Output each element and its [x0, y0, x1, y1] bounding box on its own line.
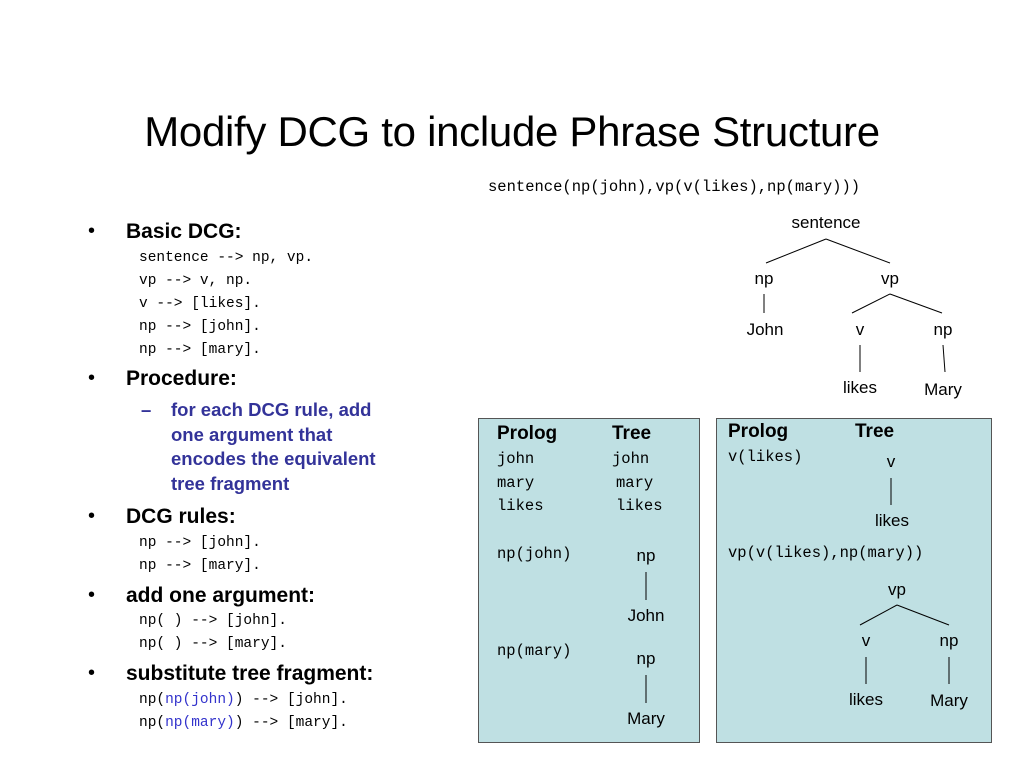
- edge-vp-v: [851, 293, 891, 314]
- tree-node-v: v: [855, 320, 865, 339]
- panel-right-likes-leaf: likes: [848, 690, 884, 709]
- bullet-substitute: substitute tree fragment:: [126, 662, 374, 685]
- tree-node-vp: vp: [881, 269, 899, 288]
- panel-right-v-node: v: [886, 452, 896, 471]
- code-part: np(: [139, 692, 166, 708]
- procedure-line: encodes the equivalent: [171, 448, 376, 469]
- code-part: ) --> [mary].: [234, 715, 348, 731]
- panel-left-prolog: john: [497, 450, 535, 468]
- panel-left-header-prolog: Prolog: [497, 423, 558, 444]
- panel-right-header-prolog: Prolog: [728, 421, 789, 442]
- sentence-term: sentence(np(john),vp(v(likes),np(mary))): [488, 178, 861, 196]
- panel-left-np-node: np: [636, 649, 656, 668]
- code-line: np( ) --> [mary].: [139, 636, 287, 652]
- code-line: vp --> v, np.: [139, 273, 253, 289]
- panel-left-prolog: mary: [497, 474, 535, 492]
- tree-node-np: np: [754, 269, 774, 288]
- tree-leaf-mary: Mary: [924, 380, 962, 399]
- tree-node-np2: np: [933, 320, 953, 339]
- bullet-dot: •: [88, 662, 96, 684]
- tree-leaf-likes: likes: [842, 378, 878, 397]
- panel-right-vp-node: vp: [888, 580, 906, 599]
- bullet-dot: •: [88, 220, 96, 242]
- bullet-dot: •: [88, 584, 96, 606]
- panel-right-vp-term: vp(v(likes),np(mary)): [728, 544, 924, 562]
- edge-vp-np: [889, 293, 943, 314]
- panel-left: [478, 418, 700, 743]
- code-line: sentence --> np, vp.: [139, 250, 314, 266]
- code-line: v --> [likes].: [139, 296, 261, 312]
- bullet-procedure: Procedure:: [126, 367, 237, 390]
- bullet-dcg-rules: DCG rules:: [126, 505, 236, 528]
- edge-sentence-np: [765, 238, 827, 264]
- sub-bullet-dash: –: [141, 399, 152, 420]
- procedure-line: one argument that: [171, 423, 333, 445]
- code-line: np --> [john].: [139, 535, 261, 551]
- procedure-line: tree fragment: [171, 472, 290, 494]
- bullet-dot: •: [88, 367, 96, 389]
- edge-sentence-vp: [825, 238, 891, 264]
- code-part: ) --> [john].: [234, 692, 348, 708]
- bullet-add-argument: add one argument:: [126, 584, 316, 607]
- slide-title: Modify DCG to include Phrase Structure: [144, 108, 880, 155]
- panel-right: [716, 418, 992, 743]
- code-line: np --> [mary].: [139, 558, 261, 574]
- edge-panel-vp-np: [896, 604, 950, 626]
- code-line: np( ) --> [john].: [139, 613, 287, 629]
- panel-left-tree: likes: [616, 497, 663, 515]
- edge-panel-vp-v: [859, 604, 898, 626]
- code-line: np(np(mary)) --> [mary].: [139, 715, 348, 731]
- tree-node-sentence: sentence: [791, 213, 861, 232]
- panel-left-tree: mary: [616, 474, 654, 492]
- panel-left-prolog: likes: [497, 497, 544, 515]
- panel-right-v-node: v: [861, 631, 871, 650]
- procedure-line: for each DCG rule, add: [171, 399, 372, 420]
- tree-leaf-john: John: [746, 320, 784, 339]
- panel-left-mary-leaf: Mary: [627, 709, 665, 728]
- panel-left-tree: john: [612, 450, 650, 468]
- bullet-dot: •: [88, 505, 96, 527]
- panel-left-john-leaf: John: [627, 606, 665, 625]
- panel-left-np-mary-term: np(mary): [497, 642, 572, 660]
- panel-left-np-node: np: [636, 546, 656, 565]
- code-highlight: np(john): [165, 692, 235, 708]
- panel-right-v-likes-term: v(likes): [728, 448, 803, 466]
- code-line: np --> [mary].: [139, 342, 261, 358]
- panel-left-header-tree: Tree: [612, 423, 652, 444]
- panel-right-mary-leaf: Mary: [930, 691, 968, 710]
- code-line: np(np(john)) --> [john].: [139, 692, 348, 708]
- code-line: np --> [john].: [139, 319, 261, 335]
- panel-left-np-john-term: np(john): [497, 545, 572, 563]
- bullet-basic-dcg: Basic DCG:: [126, 220, 242, 243]
- panel-right-header-tree: Tree: [855, 421, 895, 442]
- procedure-text: for each DCG rule, add one argument that…: [171, 398, 441, 496]
- code-highlight: np(mary): [165, 715, 235, 731]
- panel-right-np-node: np: [939, 631, 959, 650]
- edge-np-mary: [942, 344, 946, 373]
- code-part: np(: [139, 715, 166, 731]
- panel-right-likes-leaf: likes: [874, 511, 910, 530]
